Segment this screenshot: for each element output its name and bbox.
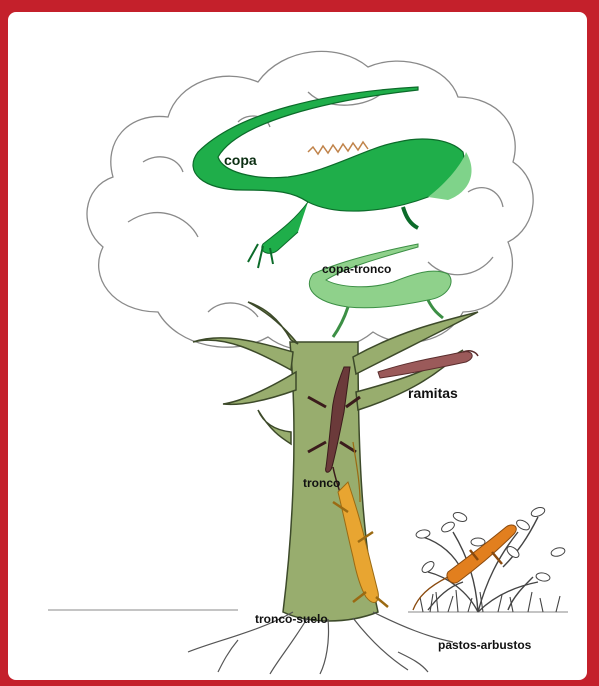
diagram-panel: copa copa-tronco ramitas tronco tronco-s… (8, 12, 587, 680)
label-pastos-arbustos: pastos-arbustos (438, 638, 531, 652)
label-tronco-suelo: tronco-suelo (255, 612, 328, 626)
label-copa: copa (224, 152, 257, 168)
label-ramitas: ramitas (408, 385, 458, 401)
tree-trunk (193, 302, 478, 621)
label-copa-tronco: copa-tronco (322, 262, 391, 276)
label-tronco: tronco (303, 476, 340, 490)
ecomorph-illustration (8, 12, 587, 680)
